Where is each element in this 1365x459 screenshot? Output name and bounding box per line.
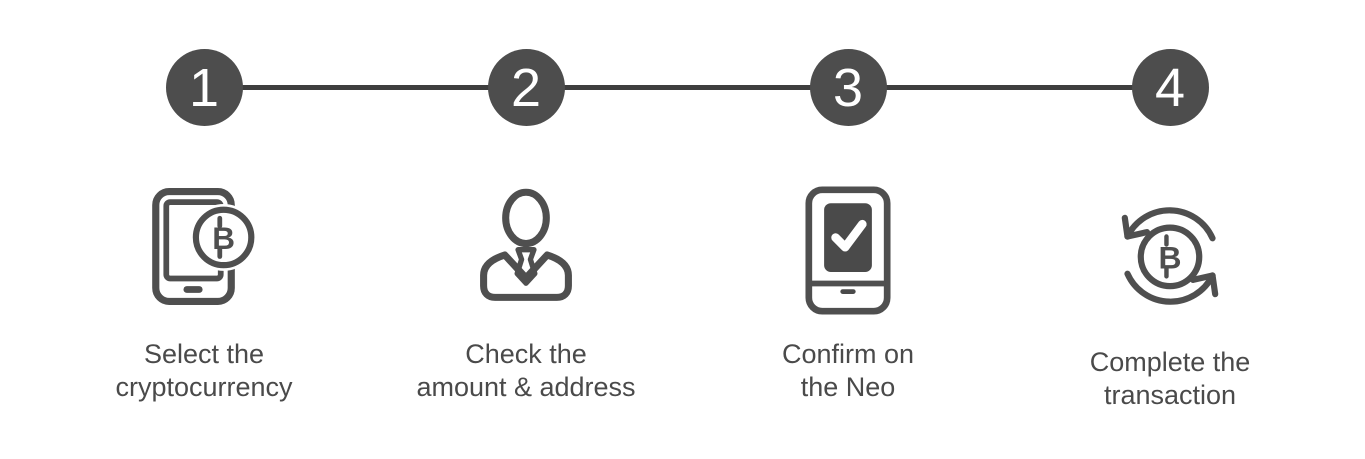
person-head bbox=[502, 188, 550, 248]
top-refresh-arrow-arc bbox=[1124, 207, 1216, 242]
step-label: Confirm on the Neo bbox=[782, 338, 914, 404]
step-number-badge: 3 bbox=[809, 49, 887, 126]
step-number: 4 bbox=[1154, 57, 1186, 118]
step-number: 1 bbox=[188, 57, 220, 118]
step-label-line2: the Neo bbox=[800, 372, 896, 402]
step-label-line1: Check the bbox=[465, 339, 587, 369]
step-label: Complete the transaction bbox=[1090, 346, 1251, 412]
step-label-line2: transaction bbox=[1103, 380, 1237, 410]
connector-line bbox=[204, 85, 1170, 90]
bitcoin-b-glyph: B bbox=[212, 220, 235, 256]
phone-home-button bbox=[182, 286, 203, 293]
steps-row: 1 B Select the cryptocurrency bbox=[43, 0, 1331, 412]
step-icon-area bbox=[473, 186, 579, 318]
top-arrowhead bbox=[1121, 214, 1151, 240]
step-label-line2: amount & address bbox=[416, 372, 636, 402]
step-2: 2 Check the amount & address bbox=[365, 0, 687, 412]
step-number-badge: 1 bbox=[165, 49, 243, 126]
device-outline bbox=[805, 186, 891, 315]
bottom-arrowhead bbox=[1189, 272, 1219, 298]
device-button bbox=[840, 289, 856, 294]
step-1: 1 B Select the cryptocurrency bbox=[43, 0, 365, 412]
bitcoin-b-glyph: B bbox=[1158, 239, 1181, 275]
person-tie-icon bbox=[480, 188, 572, 301]
bitcoin-coin-circle bbox=[192, 206, 254, 269]
bottom-refresh-arrow-arc bbox=[1124, 270, 1216, 305]
bitcoin-coin-circle bbox=[1137, 224, 1203, 290]
step-label: Check the amount & address bbox=[416, 338, 635, 404]
step-3: 3 Confirm on the Neo bbox=[687, 0, 1009, 412]
step-number-badge: 2 bbox=[487, 49, 565, 126]
step-4: 4 B Complete the transaction bbox=[1009, 0, 1331, 412]
step-icon-area: B bbox=[1108, 186, 1232, 326]
step-number: 3 bbox=[832, 57, 864, 118]
phone-bitcoin-icon: B bbox=[151, 187, 257, 306]
step-icon-area: B bbox=[151, 186, 258, 318]
step-label: Select the cryptocurrency bbox=[115, 338, 292, 404]
step-label-line1: Confirm on bbox=[781, 339, 915, 369]
step-icon-area bbox=[805, 186, 891, 318]
step-label-line2: cryptocurrency bbox=[115, 372, 293, 402]
checkmark-icon bbox=[831, 219, 867, 252]
person-tie bbox=[514, 247, 538, 286]
device-checkmark-icon bbox=[805, 186, 891, 315]
step-label-line1: Select the bbox=[143, 339, 265, 369]
person-body bbox=[480, 251, 572, 301]
step-number: 2 bbox=[510, 57, 542, 118]
step-label-line1: Complete the bbox=[1089, 347, 1251, 377]
exchange-bitcoin-icon: B bbox=[1121, 207, 1219, 305]
step-number-badge: 4 bbox=[1131, 49, 1209, 126]
